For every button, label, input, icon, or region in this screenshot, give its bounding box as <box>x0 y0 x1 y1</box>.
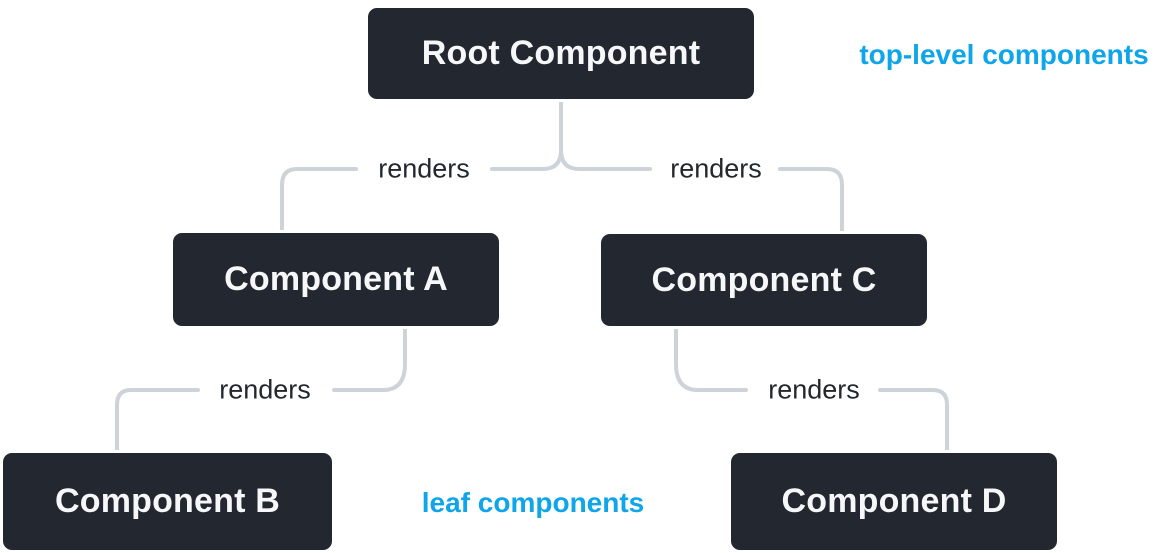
node-c-label: Component C <box>651 260 877 299</box>
edge-root-to-c-part1 <box>559 148 652 171</box>
edge-root-to-a-part2 <box>280 167 358 232</box>
edge-label-root-to-a: renders <box>378 153 470 184</box>
edge-label-root-to-c: renders <box>670 153 762 184</box>
node-root-component: Root Component <box>365 5 757 102</box>
node-b-label: Component B <box>54 482 281 520</box>
edge-c-to-d-part2 <box>878 388 949 452</box>
node-a-label: Component A <box>224 260 448 298</box>
node-component-d: Component D <box>728 450 1060 553</box>
edge-label-c-to-d: renders <box>768 374 860 405</box>
node-root-label: Root Component <box>421 34 701 72</box>
edge-a-to-b-part1 <box>332 327 407 392</box>
edge-label-a-to-b: renders <box>219 374 311 405</box>
edge-c-to-d-part1 <box>674 327 748 392</box>
node-component-c: Component C <box>598 231 930 329</box>
edge-root-to-a-part1 <box>490 148 563 171</box>
edge-a-to-b-part2 <box>115 388 200 452</box>
node-component-a: Component A <box>170 230 502 329</box>
annotation-top-level-components: top-level components <box>859 39 1149 70</box>
node-d-label: Component D <box>781 482 1007 520</box>
edge-root-to-c-part2 <box>778 167 844 233</box>
node-component-b: Component B <box>0 450 335 553</box>
annotation-leaf-components: leaf components <box>421 487 645 518</box>
